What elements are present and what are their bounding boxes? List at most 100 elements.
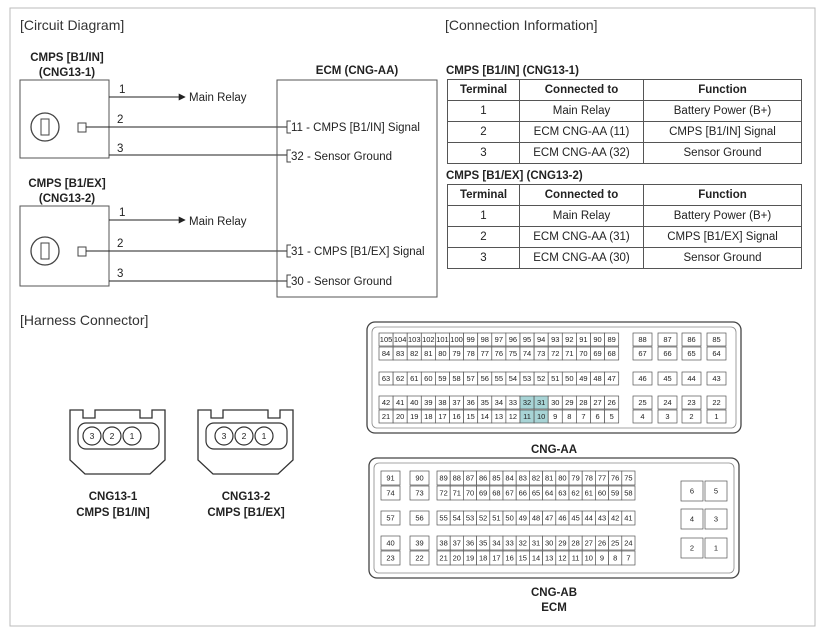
pin-cell bbox=[632, 371, 653, 386]
pin-cell bbox=[604, 395, 620, 410]
pin-number: 33 bbox=[509, 398, 517, 407]
connector1-pin: 2 bbox=[110, 431, 115, 441]
pin-cell bbox=[681, 395, 702, 410]
pin-number: 90 bbox=[593, 335, 601, 344]
pin-number: 87 bbox=[466, 474, 474, 483]
pin-cell bbox=[706, 346, 727, 361]
pin-number: 21 bbox=[439, 554, 447, 563]
pin-number: 22 bbox=[712, 398, 720, 407]
pin-number: 19 bbox=[410, 412, 418, 421]
pin-number: 24 bbox=[663, 398, 671, 407]
col-header-terminal: Terminal bbox=[447, 79, 520, 101]
pin-number: 82 bbox=[410, 349, 418, 358]
pin-number: 57 bbox=[386, 514, 394, 523]
pin-number: 58 bbox=[624, 489, 632, 498]
pin-number: 75 bbox=[624, 474, 632, 483]
pin-number: 34 bbox=[492, 539, 500, 548]
pin-number: 46 bbox=[638, 374, 646, 383]
pin-number: 67 bbox=[638, 349, 646, 358]
pin-cell bbox=[657, 409, 678, 424]
sensor2-terminal bbox=[77, 246, 87, 257]
connection-info-heading: [Connection Information] bbox=[445, 17, 598, 33]
pin-number: 75 bbox=[509, 349, 517, 358]
sensor1-element bbox=[40, 118, 50, 136]
pin-number: 65 bbox=[532, 489, 540, 498]
pin-number: 88 bbox=[453, 474, 461, 483]
pin-number: 49 bbox=[579, 374, 587, 383]
pin-number: 65 bbox=[687, 349, 695, 358]
pin-cell bbox=[706, 395, 727, 410]
pin-number: 9 bbox=[553, 412, 557, 421]
pin-number: 40 bbox=[410, 398, 418, 407]
cng-ab-connector-outline bbox=[368, 457, 740, 579]
pin-number: 5 bbox=[610, 412, 614, 421]
pin-number: 20 bbox=[453, 554, 461, 563]
pin-number: 4 bbox=[640, 412, 644, 421]
pin-circle bbox=[122, 426, 142, 446]
pin-number: 62 bbox=[571, 489, 579, 498]
circuit-diagram-heading: [Circuit Diagram] bbox=[20, 17, 124, 33]
pin-number: 11 bbox=[572, 554, 580, 563]
pin-cell bbox=[680, 480, 704, 502]
pin-number: 56 bbox=[415, 514, 423, 523]
cng-ab-sublabel: ECM bbox=[541, 602, 567, 614]
table-row: 3 ECM CNG-AA (30) Sensor Ground bbox=[447, 247, 802, 269]
pin-number: 11 bbox=[523, 412, 531, 421]
pin-circle bbox=[102, 426, 122, 446]
pin-number: 53 bbox=[523, 374, 531, 383]
pin-number: 88 bbox=[638, 335, 646, 344]
connection-table-2: Terminal Connected to Function 1 Main Re… bbox=[447, 184, 802, 269]
pin-number: 56 bbox=[481, 374, 489, 383]
pin-number: 50 bbox=[565, 374, 573, 383]
pin-number: 12 bbox=[558, 554, 566, 563]
pin-number: 86 bbox=[479, 474, 487, 483]
pin-cell bbox=[706, 332, 727, 347]
pin-cell bbox=[409, 470, 430, 486]
pin-number: 34 bbox=[495, 398, 503, 407]
pin-number: 43 bbox=[712, 374, 720, 383]
pin-number: 68 bbox=[492, 489, 500, 498]
pin-number: 55 bbox=[495, 374, 503, 383]
pin-cell bbox=[681, 371, 702, 386]
pin-number: 81 bbox=[545, 474, 553, 483]
sensor2-symbol-icon bbox=[30, 236, 60, 266]
pin-number: 44 bbox=[687, 374, 695, 383]
terminal-cell: 1 bbox=[447, 100, 520, 122]
sensor1-wire3-num: 3 bbox=[117, 143, 123, 155]
pin-number: 52 bbox=[537, 374, 545, 383]
pin-number: 28 bbox=[579, 398, 587, 407]
pin-number: 22 bbox=[415, 554, 423, 563]
pin-cell bbox=[681, 409, 702, 424]
sensor2-wire1-label: Main Relay bbox=[189, 216, 247, 228]
connector2-pin: 1 bbox=[262, 431, 267, 441]
pin-cell bbox=[380, 470, 401, 486]
sensor1-wire1-num: 1 bbox=[119, 84, 125, 96]
pin-number: 26 bbox=[607, 398, 615, 407]
pin-number: 35 bbox=[479, 539, 487, 548]
table2-title: CMPS [B1/EX] (CNG13-2) bbox=[446, 170, 583, 182]
pin-number: 32 bbox=[519, 539, 527, 548]
pin-number: 53 bbox=[466, 514, 474, 523]
pin-number: 41 bbox=[624, 514, 632, 523]
sensor1-terminal bbox=[77, 122, 87, 133]
pin-cell bbox=[704, 508, 728, 530]
pin-number: 31 bbox=[532, 539, 540, 548]
pin-number: 14 bbox=[532, 554, 540, 563]
pin-number: 74 bbox=[523, 349, 531, 358]
pin-number: 42 bbox=[382, 398, 390, 407]
function-cell: CMPS [B1/IN] Signal bbox=[643, 121, 802, 143]
connector2-label: CNG13-2 bbox=[222, 491, 271, 503]
pin-number: 80 bbox=[558, 474, 566, 483]
pin-number: 1 bbox=[714, 412, 718, 421]
cng-ab-label: CNG-AB bbox=[531, 587, 577, 599]
function-cell: Sensor Ground bbox=[643, 142, 802, 164]
pin-number: 37 bbox=[453, 539, 461, 548]
col-header-function: Function bbox=[643, 79, 802, 101]
pin-number: 73 bbox=[537, 349, 545, 358]
pin-cell bbox=[621, 470, 636, 486]
pin-number: 83 bbox=[519, 474, 527, 483]
pin-number: 79 bbox=[571, 474, 579, 483]
pin-number: 18 bbox=[424, 412, 432, 421]
